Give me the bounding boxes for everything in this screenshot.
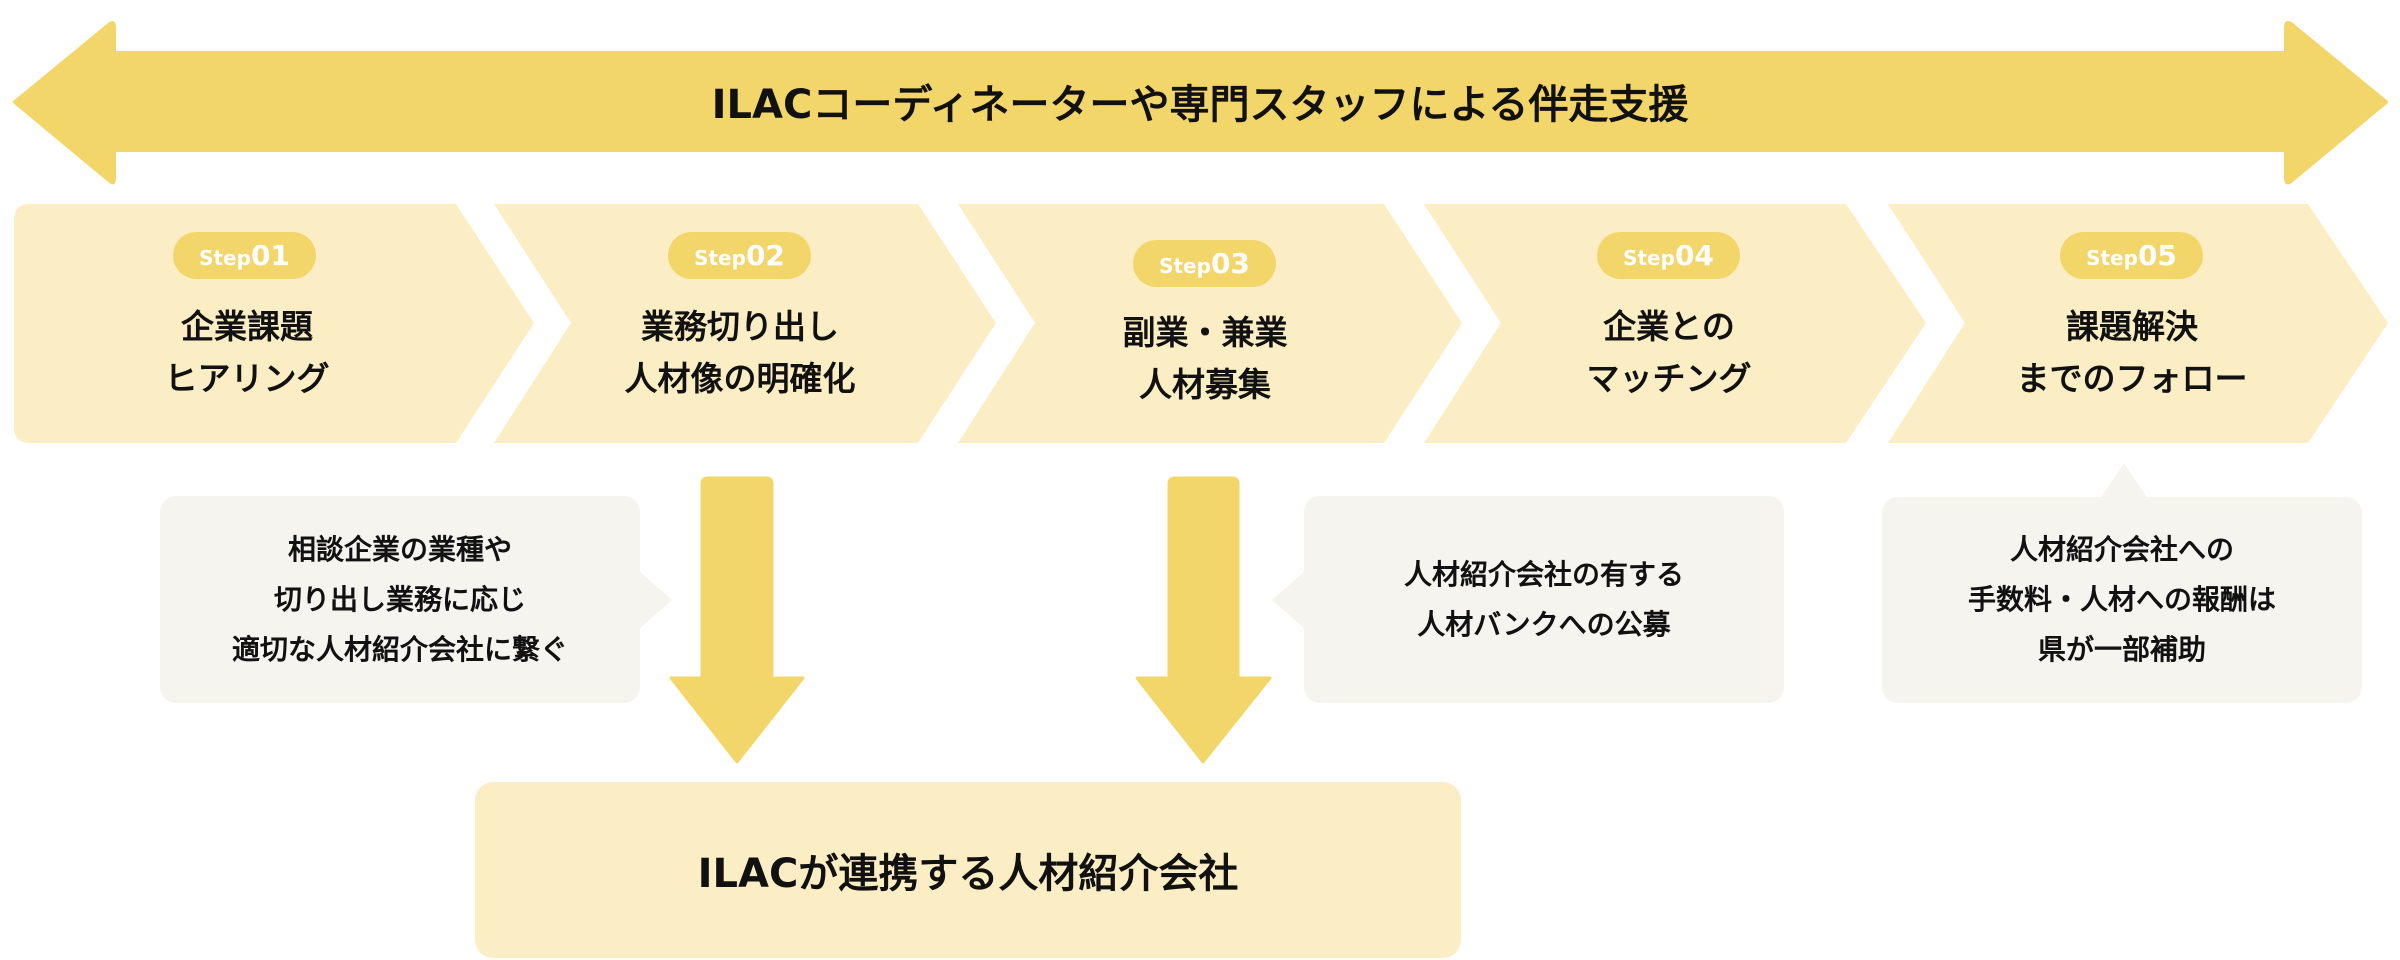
note-recruitment: 人材紹介会社の有する 人材バンクへの公募 xyxy=(1304,496,1784,703)
step-title-line2: までのフォロー xyxy=(2016,359,2248,398)
step-title-line1: 課題解決 xyxy=(2066,307,2198,346)
step-title-line2: ヒアリング xyxy=(164,359,330,398)
step-badge-number: 01 xyxy=(250,239,290,272)
partner-agencies-label: ILACが連携する人材紹介会社 xyxy=(697,851,1239,897)
note-line: 適切な人材紹介会社に繋ぐ xyxy=(231,632,568,666)
step-title: 企業課題 ヒアリング xyxy=(14,301,480,405)
note-pointer-2 xyxy=(1272,570,1306,630)
step-badge-number: 03 xyxy=(1210,247,1250,280)
step-badge-label: Step xyxy=(694,246,746,270)
step-title-line2: 人材像の明確化 xyxy=(624,359,856,398)
step-shape-3 xyxy=(958,204,1462,443)
note-line: 相談企業の業種や xyxy=(287,532,512,566)
step-title-line1: 副業・兼業 xyxy=(1122,313,1288,352)
step-badge-label: Step xyxy=(1159,254,1211,278)
step-title: 課題解決 までのフォロー xyxy=(1918,301,2346,405)
step-badge-number: 05 xyxy=(2137,239,2177,272)
step-title-line2: 人材募集 xyxy=(1139,365,1271,404)
step-badge-number: 02 xyxy=(745,239,785,272)
step-shape-1 xyxy=(14,204,534,443)
step-title-line1: 企業課題 xyxy=(181,307,313,346)
step-badge-number: 04 xyxy=(1674,239,1714,272)
down-arrow-1 xyxy=(669,476,805,764)
step-badge-label: Step xyxy=(199,246,251,270)
step-title-line1: 企業との xyxy=(1603,307,1735,346)
partner-agencies-box: ILACが連携する人材紹介会社 xyxy=(475,782,1461,958)
banner-title: ILACコーディネーターや専門スタッフによる伴走支援 xyxy=(711,82,1689,128)
step-title: 業務切り出し 人材像の明確化 xyxy=(524,301,956,405)
note-referral: 相談企業の業種や 切り出し業務に応じ 適切な人材紹介会社に繋ぐ xyxy=(160,496,640,703)
step-shape-4 xyxy=(1424,204,1926,443)
note-line: 人材紹介会社への xyxy=(2009,533,2234,566)
double-arrow-banner xyxy=(13,21,2388,185)
step-shape-2 xyxy=(494,204,996,443)
note-line: 県が一部補助 xyxy=(2037,633,2206,666)
step-badge-label: Step xyxy=(1623,246,1675,270)
step-shape-5 xyxy=(1888,204,2388,443)
step-title: 企業との マッチング xyxy=(1454,301,1884,405)
note-pointer-3 xyxy=(2100,463,2148,499)
note-pointer-1 xyxy=(638,570,672,630)
step-title-line1: 業務切り出し xyxy=(641,307,839,346)
note-line: 切り出し業務に応じ xyxy=(273,582,526,616)
step-title: 副業・兼業 人材募集 xyxy=(988,307,1422,411)
down-arrow-2 xyxy=(1135,476,1272,764)
note-line: 手数料・人材への報酬は xyxy=(1967,583,2276,616)
step-title-line2: マッチング xyxy=(1586,359,1752,398)
note-line: 人材バンクへの公募 xyxy=(1417,607,1671,641)
step-badge-label: Step xyxy=(2086,246,2138,270)
note-line: 人材紹介会社の有する xyxy=(1403,557,1684,591)
note-subsidy: 人材紹介会社への 手数料・人材への報酬は 県が一部補助 xyxy=(1882,497,2362,703)
